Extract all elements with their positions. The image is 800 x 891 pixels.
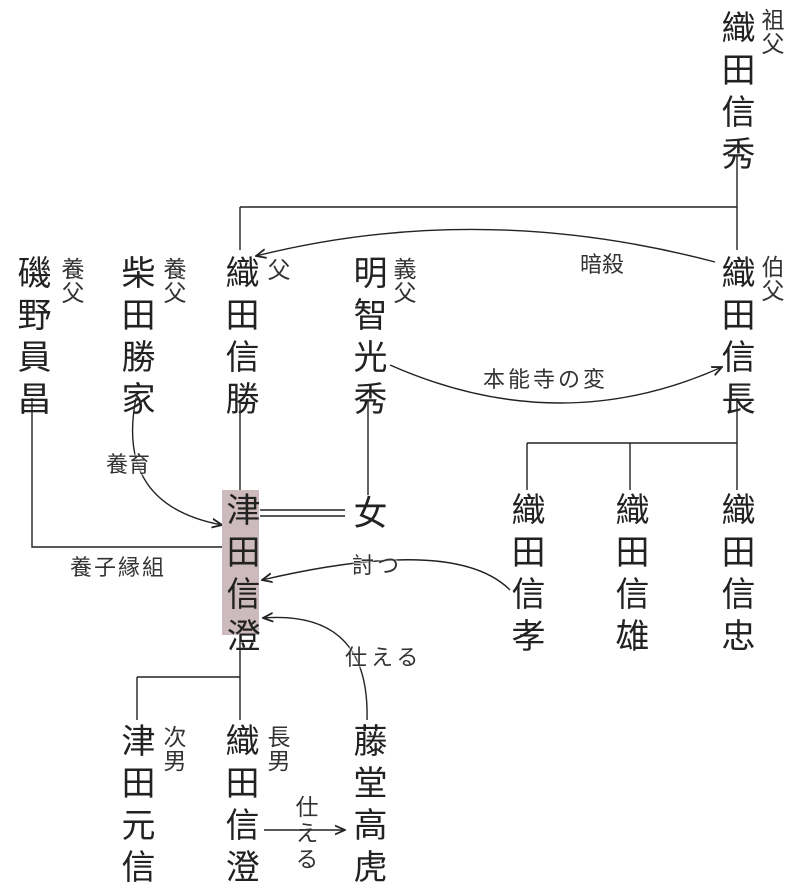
nobutada-name: 織田信忠 [715,492,755,660]
assassination-label: 暗殺 [580,253,625,278]
upbringing-label: 養育 [106,453,151,478]
line-isono-adoption [31,398,222,548]
arrow-honnoji [389,364,722,404]
adoption-label: 養子縁組 [70,556,167,581]
wife-name: 女 [347,495,387,537]
serve-label-upper: 仕える [345,646,423,671]
father-role: 父 [263,258,289,282]
second-son-name: 津田元信 [115,723,155,891]
grandfather-name: 織田信秀 [715,10,755,178]
isono-name: 磯野員昌 [11,255,51,423]
subject-highlight [222,490,259,635]
honnoji-label: 本能寺の変 [483,368,609,393]
eldest-son-name: 織田信澄 [219,723,259,891]
arrow-todo-serves-subject [263,617,368,721]
grandfather-role: 祖父 [757,8,783,56]
arrow-upbringing [131,397,222,525]
uncle-role: 伯父 [757,255,783,303]
eldest-son-role: 長男 [263,725,289,773]
nobutaka-name: 織田信孝 [505,492,545,660]
subject-name: 津田信澄 [220,492,260,660]
akechi-role: 義父 [389,257,415,305]
shibata-name: 柴田勝家 [115,255,155,423]
akechi-name: 明智光秀 [347,255,387,423]
arrow-assassination [256,228,716,263]
father-name: 織田信勝 [219,255,259,423]
slain-label: 討つ [352,554,403,579]
nobukatsu-name: 織田信雄 [609,492,649,660]
isono-role: 養父 [57,257,83,305]
arrow-slain [262,559,511,591]
todo-name: 藤堂高虎 [347,723,387,891]
uncle-name: 織田信長 [715,255,755,423]
serve-label-lower: 仕える [291,795,317,873]
shibata-role: 養父 [159,257,185,305]
second-son-role: 次男 [159,725,185,773]
